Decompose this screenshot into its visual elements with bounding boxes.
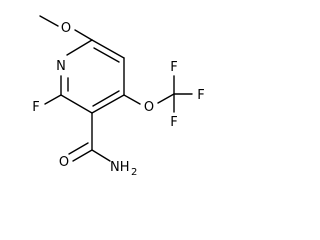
- bond-c4-c3-double: [92, 90, 120, 107]
- bond-c4-o: [123, 94, 141, 105]
- atom-f-bottom: F: [170, 115, 177, 130]
- bond-carbonyl-o-double: [68, 142, 89, 155]
- atom-n-amide: NH: [110, 160, 130, 175]
- bond-c6-c5-double: [93, 47, 120, 63]
- atom-n-amide-subscript: 2: [131, 167, 137, 178]
- atom-o-carbonyl: O: [59, 155, 69, 170]
- bond-carbonyl-n: [91, 149, 111, 162]
- bond-c2-f: [44, 94, 62, 105]
- atom-f-ring: F: [32, 100, 39, 115]
- bond-c6-c5: [91, 39, 125, 59]
- atom-f-top: F: [170, 60, 177, 75]
- atom-o-ether: O: [144, 100, 154, 115]
- atom-o-methoxy: O: [61, 21, 71, 36]
- atom-f-right: F: [197, 88, 204, 103]
- bond-c3-c2: [60, 94, 93, 114]
- bonds: [39, 15, 193, 162]
- bond-o-c6: [74, 29, 93, 41]
- atom-n-ring: N: [56, 59, 66, 74]
- bond-methyl-o: [39, 15, 59, 27]
- molecule-structure: O N F O NH 2 O F F F: [32, 15, 205, 178]
- bond-n-c6: [66, 39, 93, 56]
- atom-labels: O N F O NH 2 O F F F: [32, 21, 204, 178]
- bond-carbonyl-o: [72, 149, 93, 162]
- bond-o-cf3: [157, 93, 175, 104]
- bond-c4-c3: [91, 94, 125, 114]
